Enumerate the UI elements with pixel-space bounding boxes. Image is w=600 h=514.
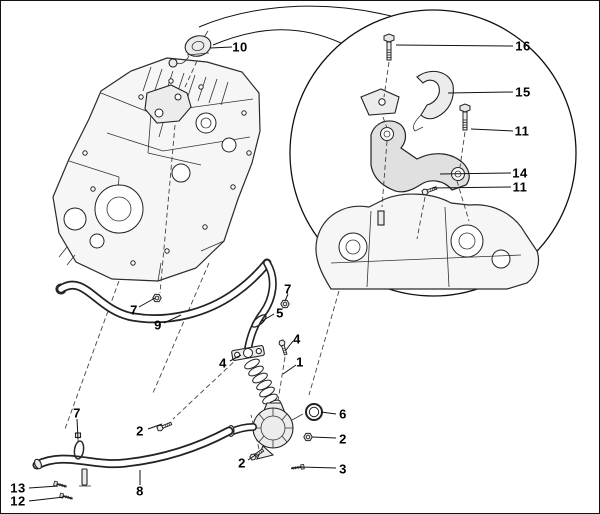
leader-2-left [147, 423, 163, 430]
detail-alignment-dashes [381, 61, 470, 240]
pin-part [79, 468, 91, 487]
hose-clamp-7 [73, 432, 85, 460]
callout-2-center: 2 [238, 455, 246, 471]
callout-11-lower: 11 [512, 179, 528, 195]
hose-9 [56, 258, 272, 324]
leader-2-right [311, 436, 337, 439]
callout-15: 15 [515, 84, 531, 100]
callout-11-upper: 11 [514, 123, 530, 139]
leader-lines [28, 44, 514, 502]
callout-7-elbow: 7 [284, 281, 292, 297]
callout-16: 16 [515, 38, 531, 54]
leader-10 [209, 46, 233, 49]
leader-12 [28, 496, 65, 502]
magnifier-tail-upper [198, 5, 392, 28]
bracket-15 [413, 70, 454, 132]
bolt-4 [277, 339, 290, 356]
hose-8 [32, 426, 234, 470]
callout-10: 10 [232, 39, 248, 55]
callout-13: 13 [10, 480, 26, 496]
callout-14: 14 [512, 165, 528, 181]
leader-3 [299, 466, 337, 469]
pipe-flange-4 [231, 345, 265, 361]
screw-13 [52, 480, 69, 490]
plate-under-16 [360, 88, 400, 116]
elbow-pipe [244, 259, 277, 353]
leader-4-flange [229, 354, 242, 362]
leader-13 [28, 485, 59, 489]
thermostat-part-10 [168, 30, 212, 68]
callout-7-hose9: 7 [130, 302, 138, 318]
leader-6 [320, 411, 337, 415]
leader-4-bolt [285, 340, 294, 351]
leader-1 [282, 364, 297, 375]
callout-3: 3 [339, 461, 347, 477]
leader-7-clamp [76, 418, 79, 440]
hose-clamp-5 [251, 310, 270, 328]
bracket-below-10 [144, 84, 192, 138]
o-ring-6 [305, 403, 323, 421]
leader-2-center [247, 453, 258, 461]
callout-7-clamp: 7 [73, 405, 81, 421]
leader-15 [447, 91, 514, 94]
engine-illustration [52, 57, 261, 295]
callout-9: 9 [154, 317, 162, 333]
pump-housing [227, 402, 304, 460]
callout-8: 8 [136, 483, 144, 499]
leader-14 [439, 172, 512, 175]
leader-5 [261, 313, 275, 322]
leader-11-upper [470, 128, 514, 132]
gearbox-housing [315, 193, 540, 290]
leader-16 [395, 44, 514, 47]
callout-4-flange: 4 [219, 355, 227, 371]
leader-7-elbow [284, 293, 289, 302]
callout-12: 12 [10, 493, 26, 509]
bolt-2-left [155, 420, 173, 433]
callout-4-bolt: 4 [293, 331, 301, 347]
leader-7-hose9 [138, 297, 156, 308]
callout-1: 1 [296, 354, 304, 370]
leader-11-lower [431, 186, 512, 189]
callout-5: 5 [276, 305, 284, 321]
callout-2-right: 2 [339, 431, 347, 447]
callout-6: 6 [339, 406, 347, 422]
magnifier-tail-lower [212, 29, 342, 46]
callout-2-left: 2 [136, 423, 144, 439]
nut-2-right [303, 432, 313, 442]
leader-9 [163, 314, 182, 324]
